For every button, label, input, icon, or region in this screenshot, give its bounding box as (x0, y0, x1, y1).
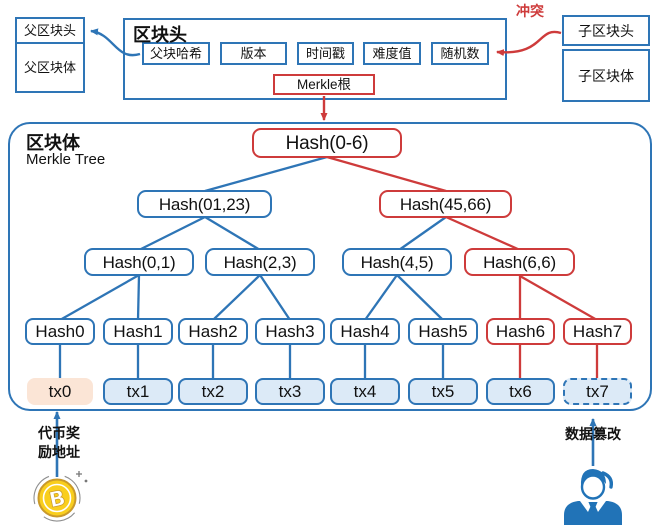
leaf-hash1: Hash1 (103, 318, 173, 345)
tree-root-node: Hash(0-6) (252, 128, 402, 158)
tx7-tampered: tx7 (563, 378, 632, 405)
child-block-body: 子区块体 (562, 49, 650, 102)
field-version-label: 版本 (240, 46, 267, 61)
leaf-label: Hash0 (35, 322, 85, 341)
tamper-annotation: 数据篡改 (565, 426, 621, 442)
parent-block-body-label: 父区块体 (23, 60, 76, 75)
tree-node-hash66: Hash(6,6) (464, 248, 575, 276)
merkle-root-box: Merkle根 (273, 74, 375, 95)
field-difficulty: 难度值 (363, 42, 421, 65)
leaf-hash6: Hash6 (486, 318, 555, 345)
leaf-hash0: Hash0 (25, 318, 95, 345)
field-nonce-label: 随机数 (440, 46, 480, 61)
leaf-hash4: Hash4 (330, 318, 400, 345)
tx-label: tx0 (48, 382, 72, 401)
tx5: tx5 (408, 378, 478, 405)
tx3: tx3 (255, 378, 325, 405)
merkle-root-label: Merkle根 (296, 76, 351, 92)
tx-label: tx7 (586, 382, 609, 401)
field-timestamp-label: 时间戳 (305, 46, 345, 61)
block-body-container (8, 122, 652, 411)
tree-node-hash23: Hash(2,3) (205, 248, 315, 276)
tx6: tx6 (486, 378, 555, 405)
svg-text:B: B (47, 486, 68, 513)
tx-label: tx2 (201, 382, 225, 401)
coinbase-annotation: 代币奖励地址 (38, 425, 80, 460)
child-block-body-label: 子区块体 (578, 67, 634, 84)
tx-label: tx3 (278, 382, 302, 401)
leaf-label: Hash1 (113, 322, 163, 341)
block-header-panel (123, 18, 507, 100)
tree-node-label: Hash(4,5) (360, 252, 434, 272)
leaf-hash2: Hash2 (178, 318, 248, 345)
tree-node-hash45: Hash(4,5) (342, 248, 452, 276)
parent-block-header-label: 父区块头 (23, 23, 76, 38)
tx-label: tx5 (431, 382, 455, 401)
tree-node-hash0123: Hash(01,23) (137, 190, 272, 218)
tree-root-label: Hash(0-6) (285, 132, 369, 154)
tx1: tx1 (103, 378, 173, 405)
leaf-hash7: Hash7 (563, 318, 632, 345)
tree-node-label: Hash(2,3) (223, 252, 297, 272)
field-difficulty-label: 难度值 (372, 46, 412, 61)
merkle-tree-subtitle: Merkle Tree (26, 151, 106, 168)
field-version: 版本 (220, 42, 287, 65)
field-timestamp: 时间戳 (297, 42, 354, 65)
child-block-header: 子区块头 (562, 15, 650, 46)
tx-label: tx6 (509, 382, 532, 401)
tx-label: tx1 (126, 382, 150, 401)
block-header-title: 区块头 (133, 25, 187, 45)
field-prev-hash-label: 父块哈希 (149, 46, 202, 61)
leaf-label: Hash6 (495, 322, 546, 341)
hacker-person-icon (564, 469, 622, 525)
field-prev-hash: 父块哈希 (142, 42, 210, 65)
tx2: tx2 (178, 378, 248, 405)
block-body-title: 区块体 (26, 133, 80, 153)
tree-node-label: Hash(6,6) (483, 252, 556, 272)
prev-hash-arrow (90, 28, 141, 57)
tree-node-hash4566: Hash(45,66) (379, 190, 512, 218)
child-block-header-label: 子区块头 (578, 22, 634, 39)
tx0-coinbase: tx0 (27, 378, 93, 405)
leaf-label: Hash2 (188, 322, 238, 341)
field-nonce: 随机数 (431, 42, 489, 65)
conflict-arrow (496, 30, 562, 57)
bitcoin-coin-icon: B (33, 471, 88, 522)
tree-node-label: Hash(45,66) (399, 194, 492, 214)
leaf-label: Hash5 (418, 322, 468, 341)
parent-block-body: 父区块体 (15, 42, 85, 93)
tx4: tx4 (330, 378, 400, 405)
leaf-hash5: Hash5 (408, 318, 478, 345)
tree-node-label: Hash(0,1) (102, 252, 176, 272)
leaf-label: Hash7 (572, 322, 623, 341)
tx-label: tx4 (353, 382, 377, 401)
leaf-label: Hash3 (265, 322, 315, 341)
tree-node-hash01: Hash(0,1) (84, 248, 194, 276)
conflict-label: 冲突 (516, 3, 544, 19)
leaf-hash3: Hash3 (255, 318, 325, 345)
tree-node-label: Hash(01,23) (158, 194, 251, 214)
leaf-label: Hash4 (340, 322, 390, 341)
